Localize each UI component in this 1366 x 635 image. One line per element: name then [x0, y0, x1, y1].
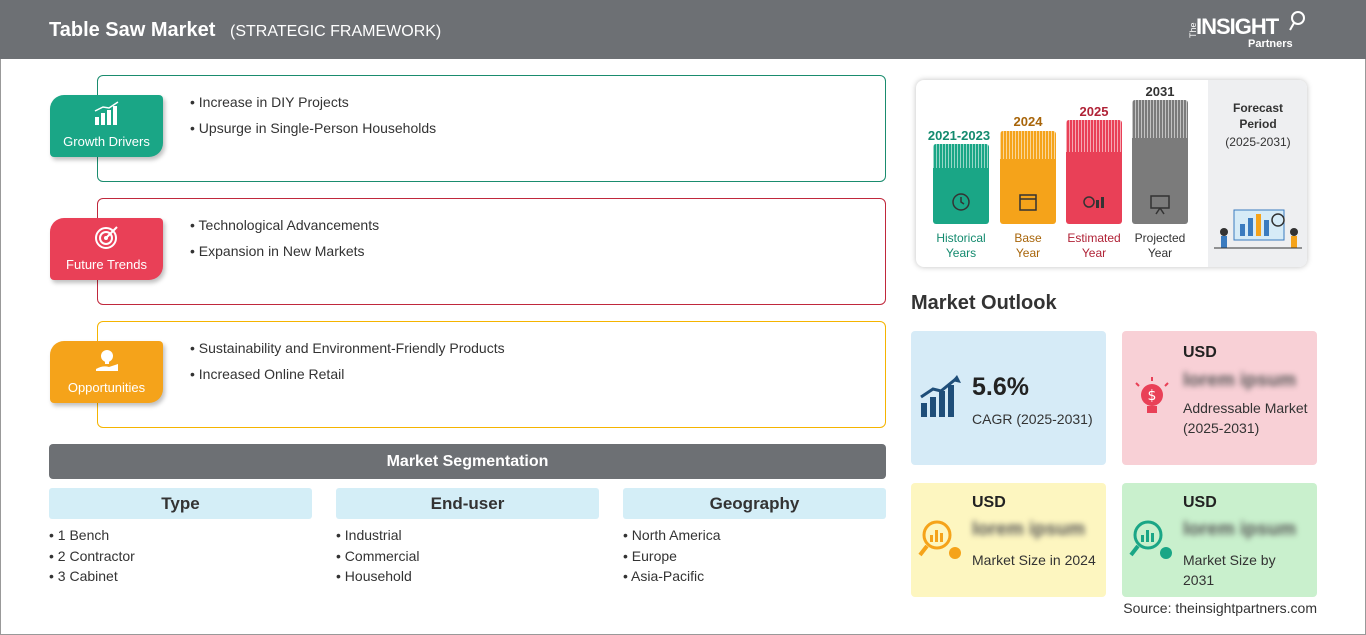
- timeline-year-historical: 2021-2023: [927, 128, 991, 143]
- caption-line: Estimated: [1067, 231, 1121, 245]
- timeline-year-estimated: 2025: [1079, 104, 1109, 119]
- growth-chart-icon: [920, 375, 961, 417]
- segment-item: Commercial: [336, 548, 599, 569]
- size-2024-currency: USD: [972, 494, 1006, 511]
- magnifier-chart-icon: [918, 520, 961, 559]
- growth-driver-item: Upsurge in Single-Person Households: [190, 120, 436, 136]
- growth-drivers-label: Growth Drivers: [63, 134, 150, 149]
- cagr-value: 5.6%: [972, 373, 1029, 401]
- opportunities-tag: Opportunities: [50, 341, 163, 403]
- timeline-caption-estimated: Estimated Year: [1060, 231, 1128, 261]
- timeline-caption-base: Base Year: [1000, 231, 1056, 261]
- dollar-bulb-icon: $: [1135, 377, 1169, 413]
- timeline-year-base: 2024: [1013, 114, 1043, 129]
- segment-item: 3 Cabinet: [49, 568, 312, 589]
- market-outlook-title: Market Outlook: [911, 292, 1057, 314]
- future-trends-box: Technological Advancements Expansion in …: [97, 198, 886, 305]
- segment-item: Industrial: [336, 527, 599, 548]
- caption-line: Projected: [1134, 231, 1186, 245]
- logo-insight: INSIGHT: [1196, 14, 1279, 39]
- calendar-icon: [1019, 194, 1037, 211]
- svg-text:$: $: [1148, 388, 1157, 404]
- size-2031-value: lorem ipsum: [1183, 519, 1296, 540]
- market-size-2031-card: USD lorem ipsum Market Size by 2031: [1122, 483, 1317, 597]
- analytics-illustration-icon: [1214, 209, 1302, 249]
- magnifier-chart-icon: [1129, 520, 1172, 559]
- caption-line: Years: [945, 246, 977, 260]
- logo-magnifier-icon: [1289, 11, 1305, 31]
- timeline-caption-historical: Historical Years: [924, 231, 998, 261]
- timeline-caption-projected: Projected Year: [1128, 231, 1192, 261]
- market-segmentation-header: Market Segmentation: [49, 444, 886, 479]
- timeline-bar-estimated: [1066, 120, 1122, 224]
- segment-item: Household: [336, 568, 599, 589]
- logo-partners: Partners: [1248, 38, 1293, 50]
- segment-item: North America: [623, 527, 886, 548]
- forecast-period-label: Forecast Period (2025-2031): [1220, 100, 1296, 150]
- segment-geography-title: Geography: [623, 488, 886, 519]
- timeline-bar-historical: [933, 144, 989, 224]
- forecast-line: Period: [1239, 117, 1277, 131]
- future-trends-tag: Future Trends: [50, 218, 163, 280]
- addressable-currency: USD: [1183, 344, 1217, 361]
- segment-type: Type 1 Bench 2 Contractor 3 Cabinet: [49, 488, 312, 589]
- size-2024-label: Market Size in 2024: [972, 552, 1096, 568]
- addressable-value: lorem ipsum: [1183, 370, 1296, 391]
- target-icon: [95, 226, 118, 249]
- caption-line: Historical: [936, 231, 986, 245]
- addressable-label: Addressable Market (2025-2031): [1183, 400, 1308, 436]
- opportunity-item: Sustainability and Environment-Friendly …: [190, 340, 505, 356]
- history-clock-icon: [952, 193, 970, 211]
- insight-partners-logo: The INSIGHT Partners: [1188, 11, 1308, 52]
- segment-geography: Geography North America Europe Asia-Paci…: [623, 488, 886, 589]
- lightbulb-hand-icon: [96, 350, 118, 371]
- segment-item: Europe: [623, 548, 886, 569]
- future-trends-label: Future Trends: [66, 257, 147, 272]
- forecast-line: Forecast: [1232, 101, 1284, 115]
- presentation-icon: [1150, 195, 1170, 215]
- segment-end-user: End-user Industrial Commercial Household: [336, 488, 599, 589]
- segment-item: 2 Contractor: [49, 548, 312, 569]
- segment-item: 1 Bench: [49, 527, 312, 548]
- future-trend-item: Expansion in New Markets: [190, 243, 379, 259]
- opportunities-box: Sustainability and Environment-Friendly …: [97, 321, 886, 428]
- opportunities-label: Opportunities: [67, 380, 146, 395]
- caption-line: Base: [1014, 231, 1042, 245]
- gear-chart-icon: [1083, 196, 1104, 208]
- size-2024-value: lorem ipsum: [972, 519, 1085, 540]
- source-link[interactable]: Source: theinsightpartners.com: [1123, 600, 1317, 616]
- forecast-line: (2025-2031): [1225, 135, 1291, 149]
- addressable-market-card: $ USD lorem ipsum Addressable Market (20…: [1122, 331, 1317, 465]
- segment-item: Asia-Pacific: [623, 568, 886, 589]
- timeline-bar-projected: [1132, 100, 1188, 224]
- timeline-bar-base: [1000, 131, 1056, 224]
- cagr-card: 5.6% CAGR (2025-2031): [911, 331, 1106, 465]
- size-2031-currency: USD: [1183, 494, 1217, 511]
- growth-drivers-tag: Growth Drivers: [50, 95, 163, 157]
- future-trend-item: Technological Advancements: [190, 217, 380, 233]
- cagr-label: CAGR (2025-2031): [972, 411, 1093, 427]
- caption-line: Year: [1015, 246, 1041, 260]
- caption-line: Year: [1081, 246, 1107, 260]
- page-title: Table Saw Market: [49, 19, 216, 41]
- market-size-2024-card: USD lorem ipsum Market Size in 2024: [911, 483, 1106, 597]
- opportunity-item: Increased Online Retail: [190, 366, 505, 382]
- page-subtitle: (STRATEGIC FRAMEWORK): [230, 23, 442, 40]
- timeline-year-projected: 2031: [1145, 84, 1175, 99]
- size-2031-label: Market Size by 2031: [1183, 552, 1276, 588]
- segment-type-title: Type: [49, 488, 312, 519]
- growth-driver-item: Increase in DIY Projects: [190, 94, 436, 110]
- timeline-panel: 2021-2023 Historical Years 2024 Base Yea…: [916, 80, 1307, 267]
- segment-end-user-title: End-user: [336, 488, 599, 519]
- caption-line: Year: [1147, 246, 1173, 260]
- bar-chart-growth-icon: [94, 101, 119, 125]
- page-header: Table Saw Market (STRATEGIC FRAMEWORK) T…: [0, 0, 1366, 59]
- growth-drivers-box: Increase in DIY Projects Upsurge in Sing…: [97, 75, 886, 182]
